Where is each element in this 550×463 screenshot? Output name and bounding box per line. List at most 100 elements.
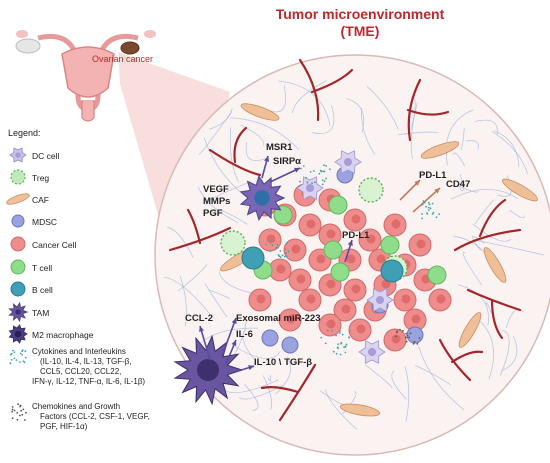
t-cell	[323, 240, 343, 260]
blood-vessel	[453, 198, 522, 252]
collagen-fiber	[179, 275, 187, 327]
collagen-fiber	[244, 383, 259, 411]
collagen-fiber	[209, 289, 231, 299]
legend-chemokine-dots-icon	[13, 409, 16, 412]
collagen-fiber	[494, 130, 520, 167]
legend-label-b-cell: B cell	[32, 285, 53, 295]
collagen-fiber	[361, 107, 376, 155]
collagen-fiber	[505, 308, 524, 329]
cytokine-dots	[275, 246, 278, 249]
legend-cytokines-line-3: CCL5, CCL20, CCL22,	[40, 367, 122, 376]
cytokine-dots	[321, 179, 324, 182]
cytokine-dots	[328, 168, 331, 171]
signal-arrowhead	[231, 340, 237, 346]
collagen-fiber	[163, 276, 211, 315]
collagen-fiber	[229, 127, 239, 183]
signal-arrowhead	[414, 180, 420, 186]
cytokine-dots	[323, 170, 326, 173]
legend-chemokines-text: Chemokines and Growth Factors (CCL-2, CS…	[32, 402, 150, 432]
cytokine-dots	[318, 172, 321, 175]
cytokine-dots	[285, 252, 287, 255]
legend-chemokine-dots-icon	[25, 411, 27, 414]
tam-cell-nucleus	[254, 190, 270, 206]
signal-arrow	[269, 167, 301, 183]
cytokine-dots	[320, 336, 323, 339]
signal-arrowhead	[231, 318, 237, 324]
cytokine-dots	[300, 167, 302, 170]
cancer-cell-nucleus	[326, 279, 336, 289]
collagen-fiber	[292, 80, 327, 114]
label-mmps: MMPs	[203, 196, 231, 207]
cytokine-dots	[348, 330, 351, 332]
legend-cytokine-dots-icon	[24, 350, 27, 353]
cytokine-dots	[431, 213, 434, 215]
cytokine-dots	[269, 250, 272, 253]
chemokine-dots	[395, 335, 398, 338]
cancer-cell-nucleus	[326, 319, 336, 329]
collagen-fiber	[366, 86, 399, 130]
collagen-fiber	[245, 142, 268, 161]
legend-cytokine-dots-icon	[22, 360, 25, 363]
collagen-fiber	[391, 370, 407, 400]
cytokine-dots	[302, 165, 305, 167]
legend-chemokine-dots-icon	[24, 419, 26, 421]
legend-b-cell-icon	[10, 281, 26, 297]
collagen-fiber	[269, 85, 287, 113]
blood-vessel	[438, 338, 484, 382]
cytokine-dots	[306, 181, 309, 184]
collagen-fiber	[509, 209, 525, 219]
collagen-fiber	[472, 236, 485, 251]
caf-cell	[502, 178, 538, 202]
signal-arrowhead	[294, 167, 300, 173]
legend-chemokine-dots-icon	[19, 414, 21, 417]
legend-label-t-cell: T cell	[32, 263, 53, 273]
cytokine-dots	[284, 255, 286, 258]
blood-vessel	[406, 78, 450, 142]
legend-chemokine-dots-icon	[11, 417, 14, 420]
cytokine-dots	[265, 243, 267, 246]
collagen-fiber	[234, 345, 281, 359]
legend-cytokine-dots-icon	[15, 359, 18, 361]
collagen-fiber	[364, 364, 393, 389]
legend-label-caf: CAF	[32, 195, 49, 205]
cytokine-dots	[311, 182, 313, 185]
legend-label-treg: Treg	[32, 173, 50, 183]
cancer-cell-nucleus	[286, 314, 296, 324]
label-exosomal-mir-223: Exosomal miR-223	[236, 313, 321, 324]
dc-cell-nucleus	[344, 158, 352, 166]
legend-cytokine-dots-icon	[13, 357, 16, 360]
caf-cell	[483, 247, 507, 283]
legend-chemokine-dots-icon	[16, 411, 19, 414]
dc-cell-nucleus	[306, 184, 314, 192]
fimbria	[16, 30, 28, 38]
chemokine-dots	[404, 336, 407, 339]
cytokine-dots	[325, 177, 327, 180]
legend-chemokine-dots-icon	[11, 410, 14, 413]
cytokine-dots	[438, 213, 441, 216]
collagen-fiber	[278, 80, 331, 126]
legend-cytokine-dots-icon	[21, 354, 24, 356]
legend-dc-cell-icon-nucleus	[15, 152, 21, 158]
cytokine-dots	[427, 206, 430, 209]
label-pd-l1-right: PD-L1	[419, 170, 447, 181]
collagen-fiber	[204, 283, 228, 318]
legend-cytokine-dots-icon	[19, 352, 22, 355]
chemokine-dots	[412, 342, 415, 345]
collagen-fiber	[177, 264, 208, 292]
mdsc-cell	[406, 326, 424, 344]
collagen-fiber	[472, 223, 512, 242]
cancer-cell-nucleus	[356, 324, 366, 334]
cancer-cell-nucleus	[326, 229, 336, 239]
chemokine-dots	[399, 328, 401, 331]
chemokine-dots	[409, 332, 412, 335]
mdsc-cell	[261, 329, 279, 347]
cytokine-dots	[345, 343, 348, 346]
cytokine-dots	[322, 170, 324, 173]
collagen-fiber	[230, 117, 300, 151]
figure-title: Tumor microenvironment	[275, 6, 445, 22]
collagen-fiber	[167, 226, 194, 258]
legend-caf-icon	[6, 193, 30, 205]
collagen-fiber	[491, 130, 528, 175]
cytokine-dots	[431, 202, 434, 205]
